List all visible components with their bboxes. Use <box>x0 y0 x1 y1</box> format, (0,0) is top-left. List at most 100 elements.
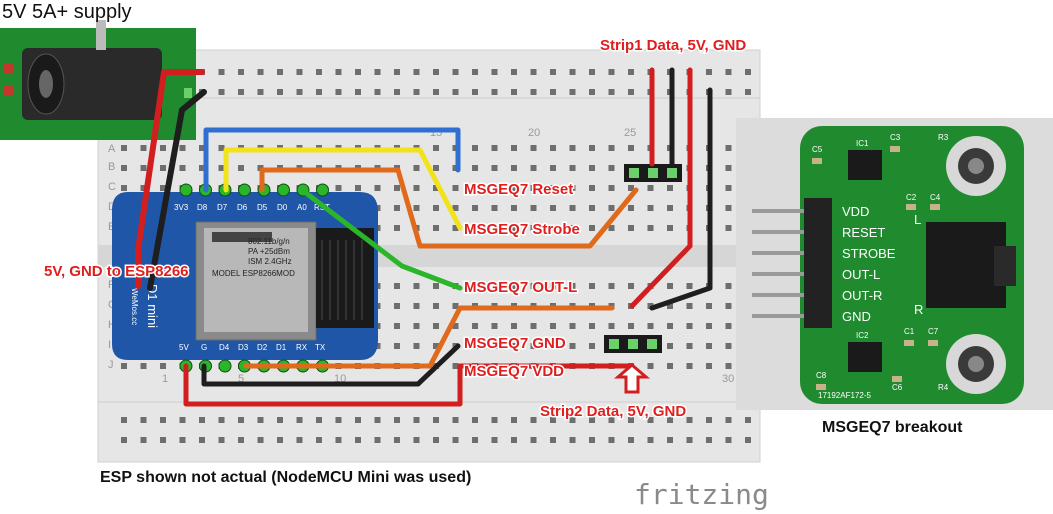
row-letter: I <box>108 339 111 351</box>
breadboard-hole <box>725 69 732 75</box>
esp-pin-label: TX <box>315 343 326 352</box>
esp-pin-label: D4 <box>219 343 230 352</box>
breadboard-hole <box>706 69 712 75</box>
row-letter: E <box>108 221 115 233</box>
breadboard-hole <box>686 417 693 423</box>
breakout-side-right: R <box>914 302 923 317</box>
breadboard-hole <box>628 69 634 75</box>
breadboard-hole <box>725 89 732 95</box>
component-label: C8 <box>816 371 827 380</box>
breadboard-hole <box>140 417 147 423</box>
label-gnd: MSGEQ7 GND <box>464 335 566 352</box>
breadboard-hole <box>179 417 186 423</box>
breadboard-hole <box>121 165 127 171</box>
breadboard-hole <box>296 69 303 75</box>
breadboard-hole <box>257 69 264 75</box>
esp-pin-label: D2 <box>257 343 268 352</box>
breadboard-hole <box>257 89 264 95</box>
breadboard-hole <box>491 417 498 423</box>
breadboard-hole <box>628 205 634 211</box>
component-label: C5 <box>812 145 823 154</box>
breadboard-hole <box>569 417 576 423</box>
row-letter: F <box>108 279 115 291</box>
breadboard-hole <box>686 283 693 289</box>
breadboard-hole <box>199 145 205 151</box>
breadboard-hole <box>218 417 225 423</box>
breadboard-hole <box>725 363 732 369</box>
breadboard-hole <box>491 437 498 443</box>
breadboard-hole <box>550 165 556 171</box>
breadboard-hole <box>530 185 537 191</box>
breadboard-hole <box>530 205 537 211</box>
breadboard-hole <box>394 417 400 423</box>
breadboard-hole <box>199 417 205 423</box>
breadboard-hole <box>589 89 595 95</box>
esp-pin-label: D7 <box>217 203 228 212</box>
breadboard-hole <box>335 185 342 191</box>
breadboard-hole <box>589 417 595 423</box>
breadboard-hole <box>394 185 400 191</box>
breadboard-hole <box>491 185 498 191</box>
breadboard-hole <box>725 343 732 349</box>
esp-pin-label: D5 <box>257 203 268 212</box>
breadboard-hole <box>316 417 322 423</box>
breadboard-hole <box>218 89 225 95</box>
breadboard-hole <box>589 205 595 211</box>
breadboard-hole <box>491 323 498 329</box>
breadboard-hole <box>608 89 615 95</box>
breadboard-hole <box>472 323 478 329</box>
breadboard-hole <box>218 437 225 443</box>
component-label: C7 <box>928 327 939 336</box>
breadboard-hole <box>335 69 342 75</box>
breadboard-hole <box>394 89 400 95</box>
breadboard-hole <box>725 165 732 171</box>
breadboard-hole <box>550 437 556 443</box>
component-label: C2 <box>906 193 917 202</box>
breadboard-hole <box>667 437 673 443</box>
breadboard-hole <box>569 89 576 95</box>
breadboard-hole <box>472 185 478 191</box>
breakout-pin-labels: VDD RESET STROBE OUT-L OUT-R GND <box>842 204 896 324</box>
breadboard-hole <box>316 437 322 443</box>
column-number: 25 <box>624 127 636 139</box>
breadboard-hole <box>179 437 186 443</box>
mount-hole-top <box>946 136 1006 196</box>
breadboard-hole <box>589 437 595 443</box>
breadboard-hole <box>257 437 264 443</box>
breadboard-hole <box>394 437 400 443</box>
breadboard-hole <box>472 343 478 349</box>
label-reset: MSGEQ7 Reset <box>464 181 573 198</box>
supply-label: 5V 5A+ supply <box>2 1 132 23</box>
breadboard-hole <box>569 283 576 289</box>
breadboard-hole <box>745 437 751 443</box>
breadboard-hole <box>452 89 459 95</box>
breadboard-hole <box>433 303 439 309</box>
breadboard-hole <box>511 323 517 329</box>
breadboard-hole <box>686 343 693 349</box>
breadboard-hole <box>277 89 283 95</box>
component-label: C4 <box>930 193 941 202</box>
breadboard-hole <box>452 205 459 211</box>
breadboard-hole <box>179 165 186 171</box>
breadboard-hole <box>413 283 420 289</box>
breadboard-hole <box>218 145 225 151</box>
wires <box>135 67 713 407</box>
breadboard-hole <box>355 69 361 75</box>
breadboard-hole <box>218 165 225 171</box>
breadboard-hole <box>550 225 556 231</box>
breadboard-hole <box>550 145 556 151</box>
breadboard-hole <box>725 225 732 231</box>
breadboard-hole <box>121 145 127 151</box>
breadboard-hole <box>394 205 400 211</box>
breadboard-hole <box>628 417 634 423</box>
breakout-pins <box>752 198 832 328</box>
breadboard-hole <box>511 185 517 191</box>
breadboard-hole <box>667 225 673 231</box>
breadboard-hole <box>472 145 478 151</box>
breadboard-hole <box>550 323 556 329</box>
breadboard-hole <box>140 185 147 191</box>
red-wire-strip <box>629 67 693 309</box>
module-text: PA +25dBm <box>248 247 290 256</box>
breadboard-hole <box>530 145 537 151</box>
breadboard-hole <box>550 69 556 75</box>
